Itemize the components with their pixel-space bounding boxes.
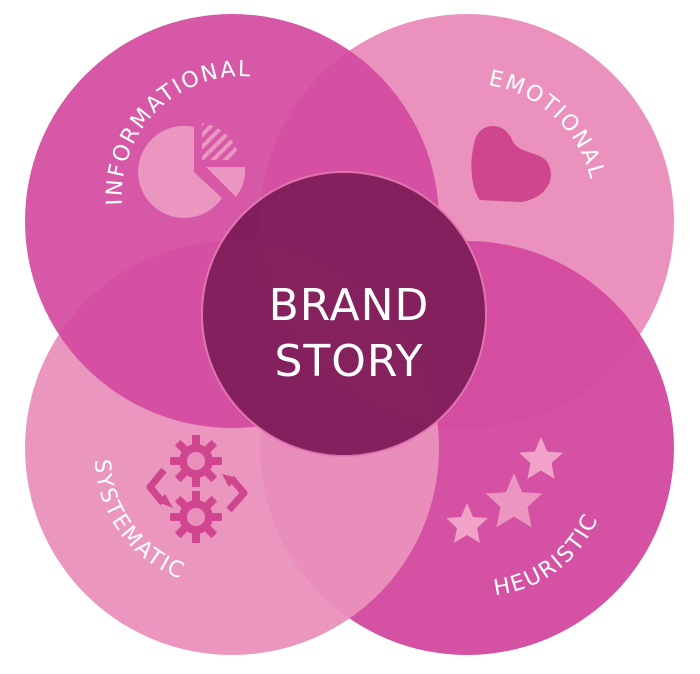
heart-icon [471,126,551,202]
center-title-line2: STORY [274,336,423,387]
stars-icon [446,436,564,543]
center-title-line1: BRAND [269,280,430,331]
gears-cycle-icon [146,435,248,543]
